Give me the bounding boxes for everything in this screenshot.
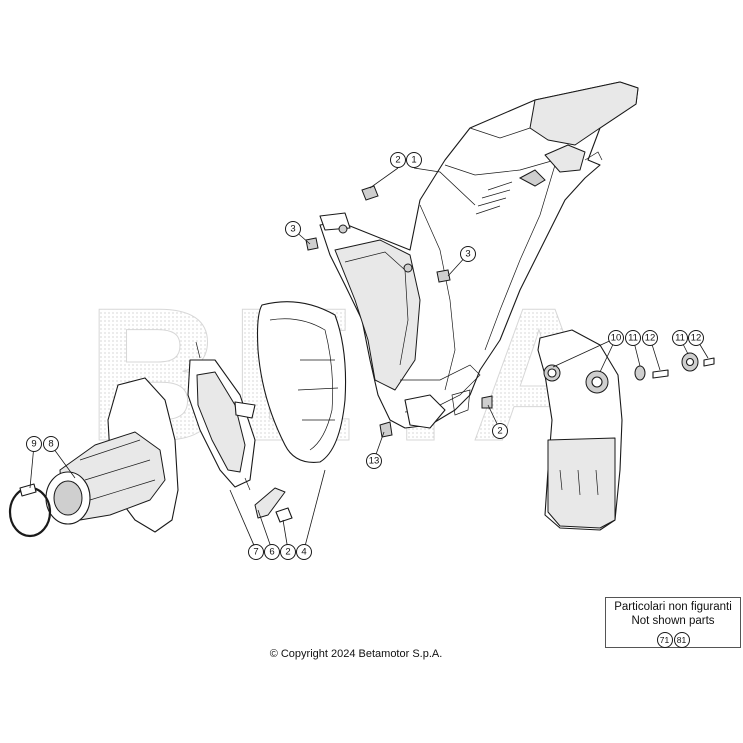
airbox-frame — [319, 81, 639, 429]
callout-3-right: 3 — [460, 246, 476, 262]
callout-11-a: 11 — [625, 330, 641, 346]
intake-boot — [45, 377, 179, 533]
callout-9: 9 — [26, 436, 42, 452]
callout-11-b: 11 — [672, 330, 688, 346]
svg-text:10: 10 — [611, 333, 622, 344]
callout-8: 8 — [43, 436, 59, 452]
callout-7: 7 — [248, 544, 264, 560]
svg-text:13: 13 — [369, 456, 380, 467]
svg-text:11: 11 — [628, 333, 638, 344]
svg-text:11: 11 — [675, 333, 685, 344]
callout-2-right: 2 — [492, 423, 508, 439]
callout-2-top: 2 — [390, 152, 406, 168]
callout-13: 13 — [366, 453, 382, 469]
side-cover — [537, 329, 623, 531]
frame-fasteners — [305, 185, 493, 438]
cover-fasteners — [634, 352, 715, 381]
callout-4: 4 — [296, 544, 312, 560]
svg-text:2: 2 — [497, 426, 502, 437]
callout-12-a: 12 — [642, 330, 658, 346]
callout-10: 10 — [608, 330, 624, 346]
svg-text:7: 7 — [253, 547, 258, 558]
svg-text:4: 4 — [301, 547, 306, 558]
svg-text:12: 12 — [691, 333, 702, 344]
svg-text:8: 8 — [48, 439, 53, 450]
svg-text:2: 2 — [395, 155, 400, 166]
svg-text:9: 9 — [31, 439, 36, 450]
callout-2-bottom: 2 — [280, 544, 296, 560]
not-shown-title-it: Particolari non figuranti — [614, 601, 732, 613]
copyright-notice: © Copyright 2024 Betamotor S.p.A. — [269, 648, 443, 660]
clamp-clip — [254, 487, 293, 523]
svg-text:2: 2 — [285, 547, 290, 558]
callout-6: 6 — [264, 544, 280, 560]
svg-text:3: 3 — [290, 224, 295, 235]
callout-12-b: 12 — [688, 330, 704, 346]
callout-1: 1 — [406, 152, 422, 168]
hose-clamp — [8, 483, 52, 538]
not-shown-code: 81 — [673, 632, 690, 648]
not-shown-code: 71 — [656, 632, 673, 648]
not-shown-parts-box: Particolari non figuranti Not shown part… — [605, 597, 741, 648]
air-filter — [256, 301, 347, 463]
callout-3-left: 3 — [285, 221, 301, 237]
svg-text:12: 12 — [645, 333, 656, 344]
svg-text:6: 6 — [269, 547, 274, 558]
svg-text:3: 3 — [465, 249, 470, 260]
not-shown-title-en: Not shown parts — [631, 615, 715, 627]
filter-cage — [187, 341, 256, 491]
svg-text:1: 1 — [411, 155, 416, 166]
